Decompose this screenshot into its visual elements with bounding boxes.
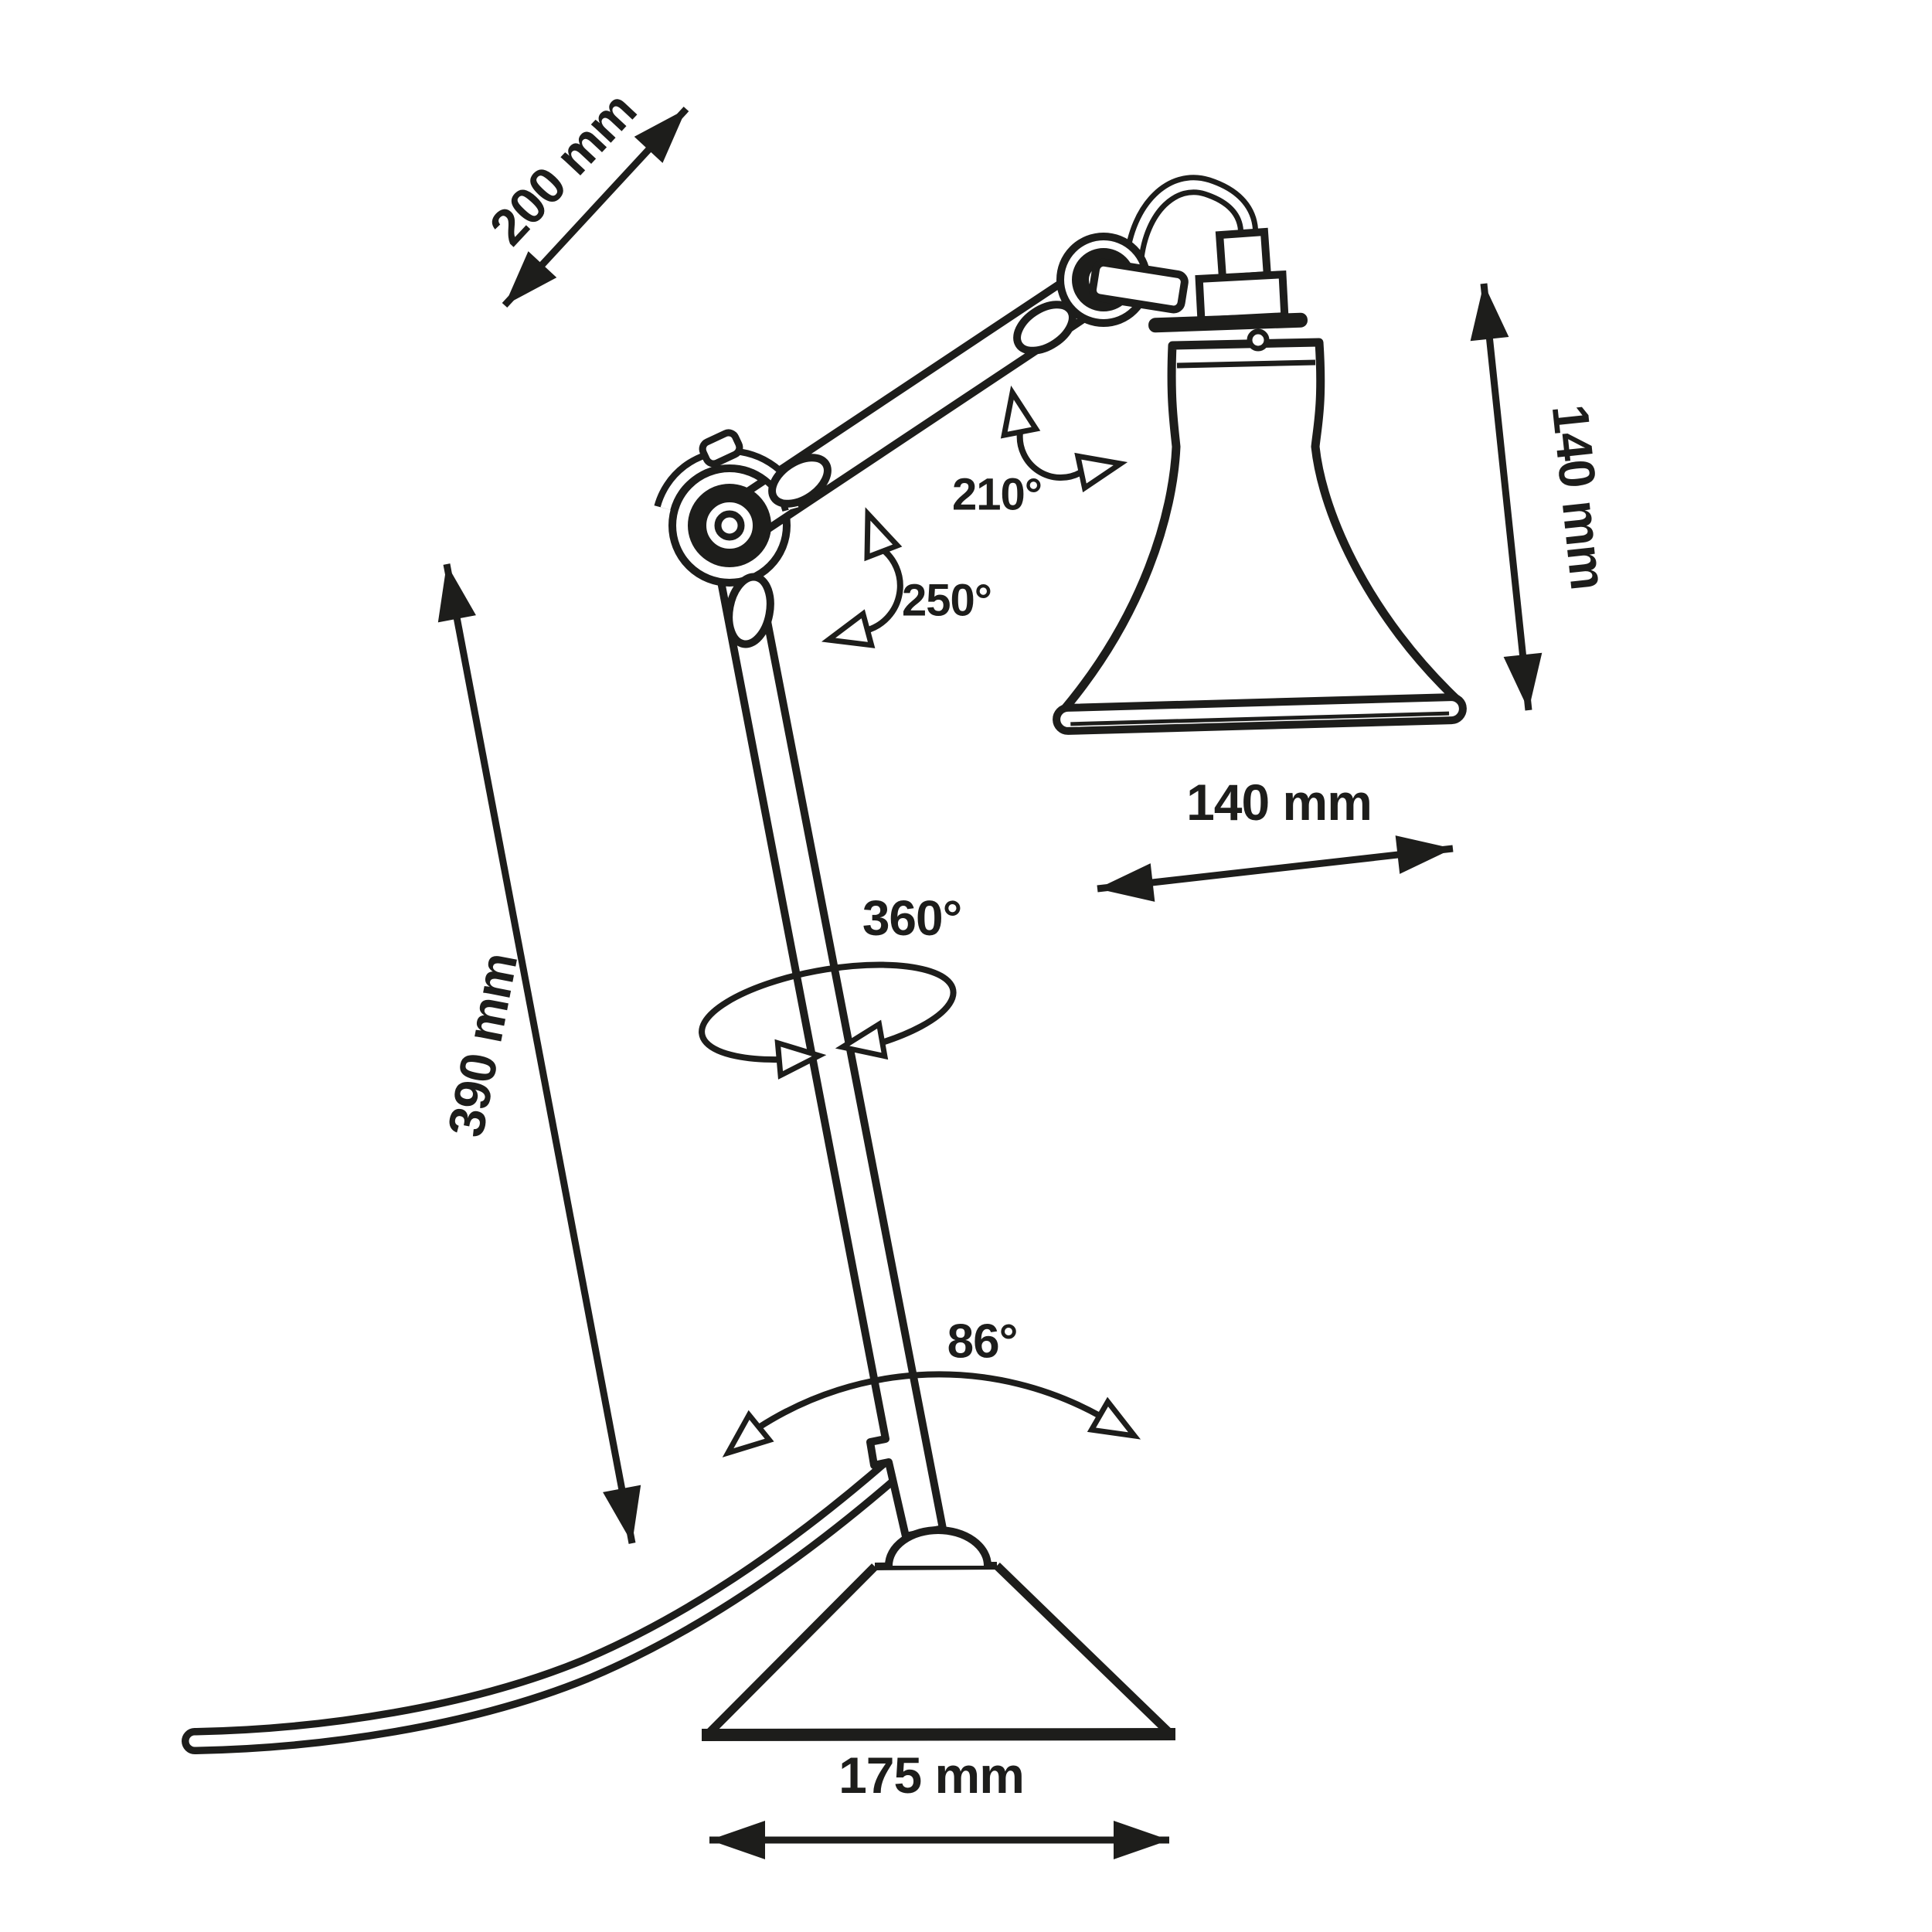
socket-upper-block (1215, 227, 1272, 283)
angle-360-ellipse (699, 961, 957, 1063)
shade-screw (1247, 328, 1270, 352)
base-cone-fill (709, 1566, 1169, 1733)
base-dome-joint (885, 1526, 992, 1566)
head-cable-loop (1124, 175, 1259, 271)
arrowhead-filled (427, 560, 476, 623)
lamp-shade (1053, 328, 1467, 735)
lamp-drawing (182, 175, 1467, 1754)
dim-390-line (443, 563, 636, 1544)
angle-shade-tilt: 210° (952, 389, 1124, 520)
dimension-lower-arm: 390 mm (427, 560, 651, 1547)
elbow-tab (699, 429, 743, 468)
upper-arm-hole-wrist (1013, 301, 1077, 355)
lower-arm (707, 518, 947, 1540)
arrowhead-filled (1095, 863, 1155, 908)
arrowhead-filled (709, 1821, 765, 1859)
angle-250-arc (864, 544, 903, 634)
upper-arm-hole-elbow (768, 454, 832, 508)
wrist-joint (1013, 233, 1189, 355)
arrowhead-open (852, 508, 897, 557)
arrowhead-filled (1395, 829, 1455, 874)
dim-175-label: 175 mm (838, 1747, 1024, 1804)
shade-mount-plate (1148, 312, 1308, 333)
angle-86-label: 86° (947, 1315, 1018, 1369)
lamp-socket (1148, 227, 1308, 333)
dim-140h-line (1097, 845, 1454, 893)
power-cable (182, 1459, 902, 1754)
shade-bell (1060, 338, 1459, 713)
dim-390-label: 390 mm (437, 948, 528, 1141)
dimension-base-width: 175 mm (709, 1747, 1169, 1859)
dim-140v-line (1480, 283, 1532, 711)
dimension-shade-height: 140 mm (1464, 281, 1618, 713)
arrowhead-open (825, 614, 872, 655)
angle-210-arc (1016, 431, 1083, 481)
elbow-hub (714, 510, 745, 541)
angle-360-label: 360° (862, 890, 961, 946)
shade-rim-inner-line (1070, 711, 1450, 726)
shade-neck-line (1176, 359, 1316, 369)
angle-base-swivel: 86° (718, 1315, 1143, 1466)
arrowhead-open (1078, 447, 1124, 488)
lower-arm-hole (725, 573, 774, 648)
angle-stem-rotation: 360° (699, 890, 962, 1075)
arrowhead-filled (1503, 652, 1548, 713)
base-left-slope (706, 1563, 878, 1736)
angle-86-arc (757, 1371, 1101, 1430)
angle-elbow-bend: 250° (825, 508, 992, 655)
dimension-shade-diameter: 140 mm (1095, 774, 1455, 908)
arrowhead-filled (1464, 281, 1509, 342)
lamp-base (701, 1562, 1176, 1741)
angle-250-label: 250° (902, 576, 992, 626)
dim-140h-label: 140 mm (1186, 774, 1372, 831)
loop-core (1129, 180, 1253, 266)
arrowhead-open (996, 389, 1036, 435)
cable-core (189, 1466, 895, 1747)
arrowhead-filled (603, 1485, 651, 1547)
dim-140v-label: 140 mm (1542, 402, 1618, 592)
base-right-slope (994, 1563, 1172, 1736)
wrist-axle (1088, 258, 1189, 314)
angle-210-label: 210° (952, 470, 1042, 520)
dim-200-label: 200 mm (478, 81, 647, 256)
socket-lower-block (1195, 270, 1289, 325)
arrowhead-open (1091, 1402, 1142, 1450)
base-bottom-edge (701, 1728, 1176, 1741)
dimension-upper-arm: 200 mm (478, 81, 701, 318)
arrowhead-filled (1114, 1821, 1169, 1859)
